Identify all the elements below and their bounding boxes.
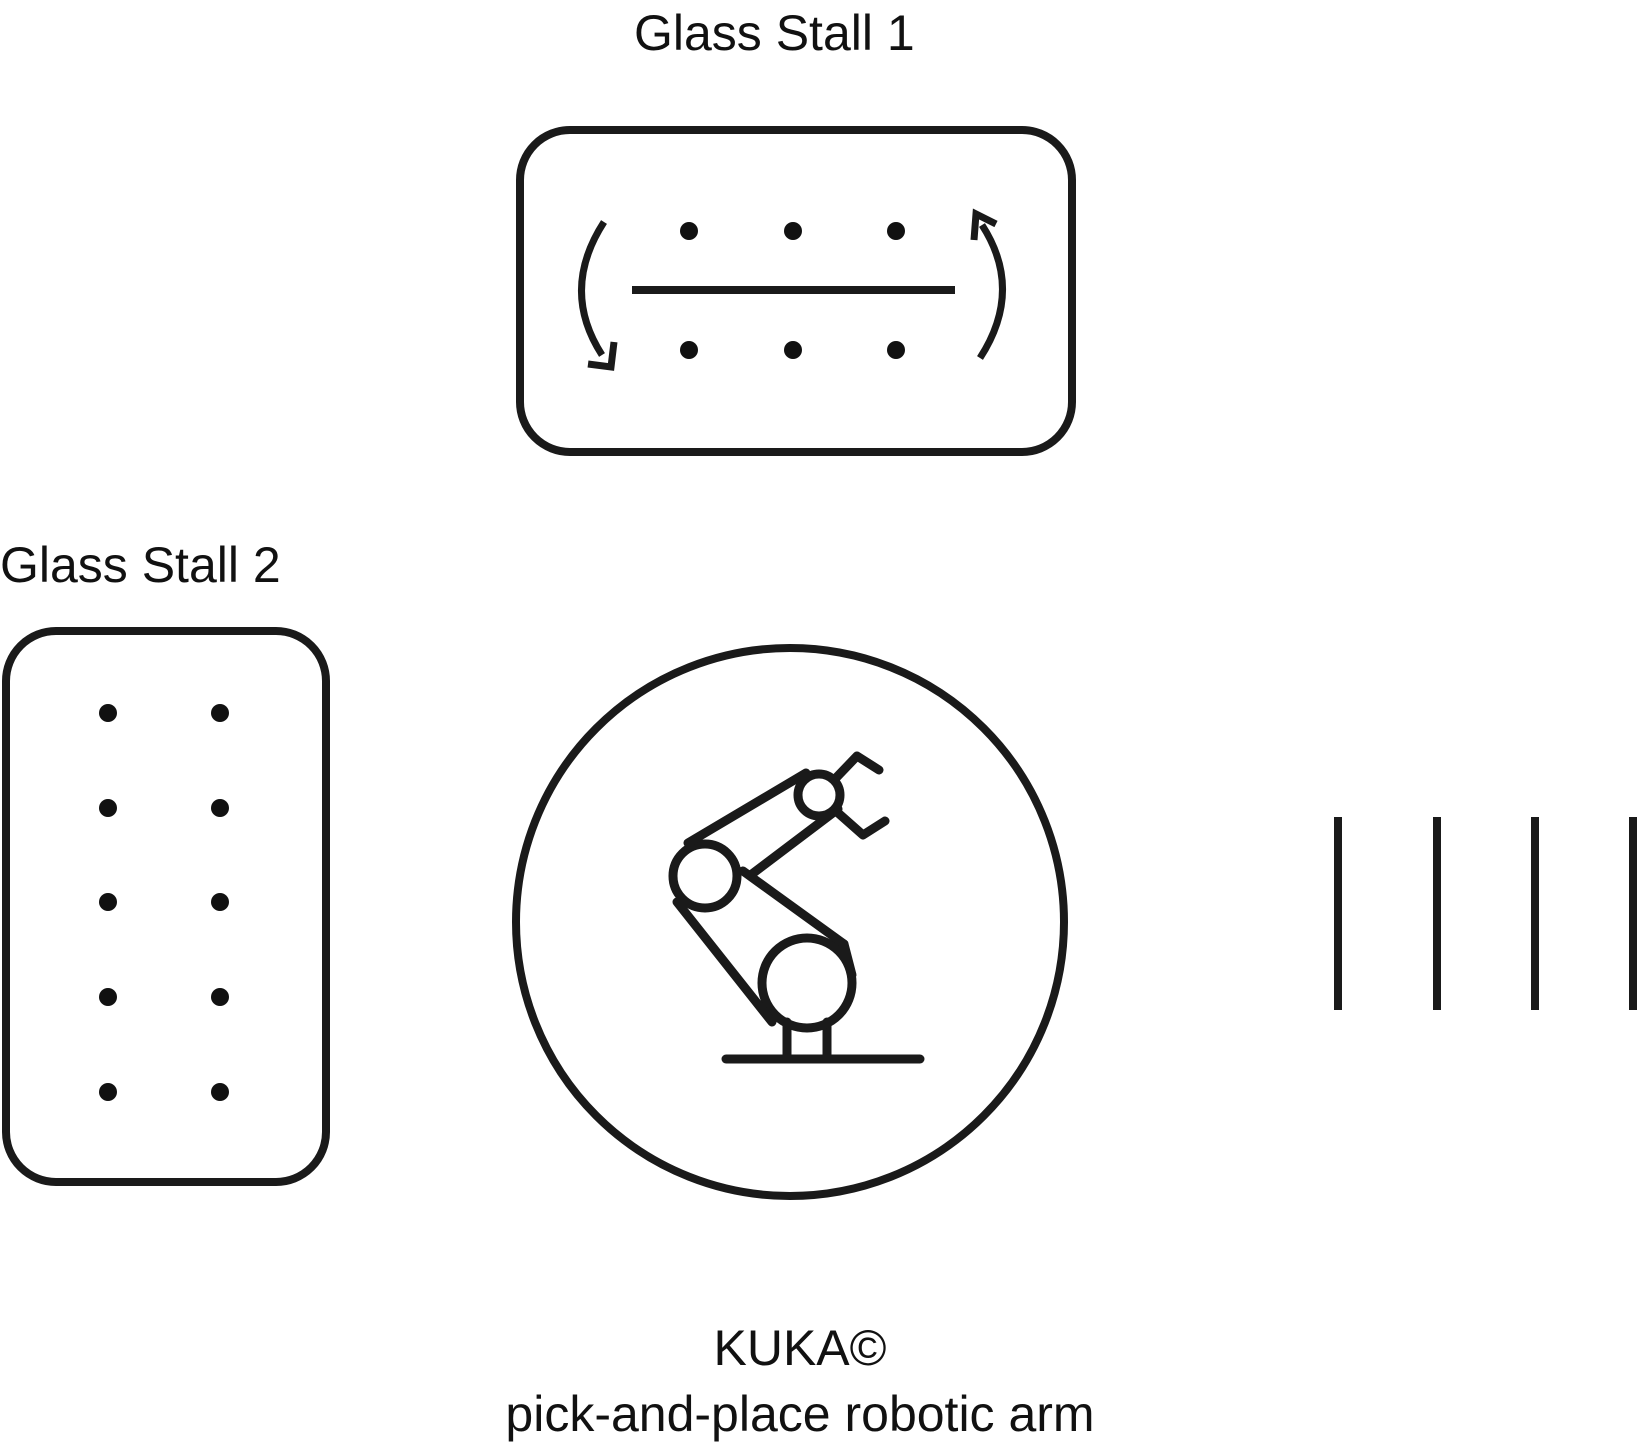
slot-dot [784,222,802,240]
slot-dot [211,799,229,817]
glass-stall-1-slots-bottom [680,341,905,359]
glass-stall-1-label: Glass Stall 1 [634,5,915,61]
slot-dot [99,893,117,911]
glass-stall-1-slots-top [680,222,905,240]
slot-dot [887,222,905,240]
glass-stall-2 [2,627,330,1186]
glass-stall-1-frame [516,126,1076,456]
slot-dot [99,1083,117,1101]
slot-dot [99,704,117,722]
slot-dot [784,341,802,359]
robot-description-label: pick-and-place robotic arm [505,1386,1095,1442]
slot-dot [680,222,698,240]
slot-dot [99,799,117,817]
rotate-clockwise-arrow-icon [970,208,1006,360]
slot-dot [887,341,905,359]
slot-dot [680,341,698,359]
glass-stall-2-slots [99,704,229,1101]
glass-stall-1 [516,126,1076,456]
glass-stall-2-frame [2,627,330,1186]
rotate-counterclockwise-arrow-icon [578,220,618,371]
slot-dot [211,893,229,911]
glass-stall-2-label: Glass Stall 2 [0,537,281,593]
slot-dot [211,988,229,1006]
robot-station [512,644,1068,1200]
slot-dot [211,704,229,722]
robot-brand-label: KUKA© [713,1320,887,1376]
robotic-arm-icon [668,751,925,1064]
glass-rack-bars [1334,817,1637,1010]
robot-workspace-circle [512,644,1068,1200]
slot-dot [211,1083,229,1101]
slot-dot [99,988,117,1006]
